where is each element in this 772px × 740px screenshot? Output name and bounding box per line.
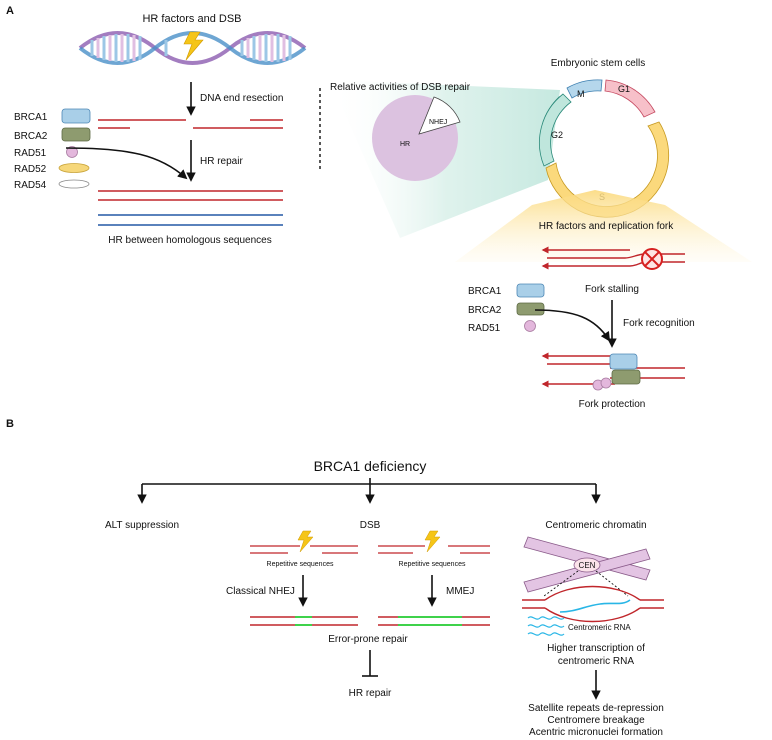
cycle-s-segment: [545, 121, 669, 218]
embryonic-stem-cells-label: Embryonic stem cells: [551, 58, 645, 69]
fork-recognition-label: Fork recognition: [623, 318, 695, 329]
dsb-lightning-icon: [183, 31, 204, 61]
outcome-3: Acentric micronuclei formation: [529, 727, 663, 738]
curved-arrow-factors: [65, 147, 188, 180]
classical-nhej-label: Classical NHEJ: [226, 586, 295, 597]
fork-legend-brca1-label: BRCA1: [468, 286, 502, 297]
dna-helix-illustration: [78, 31, 307, 65]
rad52-icon: [58, 163, 90, 173]
fork-legend-brca2-label: BRCA2: [468, 305, 502, 316]
dsb-label: DSB: [360, 520, 381, 531]
higher-transcription-line2: centromeric RNA: [558, 656, 634, 667]
fork-stalling-label: Fork stalling: [585, 284, 639, 295]
legend-rad54-label: RAD54: [14, 180, 47, 191]
chromosome-illustration: CEN: [523, 536, 651, 597]
yellow-projection-fan: [455, 190, 752, 262]
dsb-lightning-icon-right: [424, 530, 441, 553]
hr-repair-label: HR repair: [200, 156, 243, 167]
legend-brca2-label: BRCA2: [14, 131, 48, 142]
repetitive-sequences-left: Repetitive sequences: [267, 561, 334, 568]
rad54-icon: [58, 179, 90, 189]
cycle-g2-fill: [539, 93, 572, 167]
fork-brca2-icon: [516, 302, 545, 316]
cen-region: [573, 557, 601, 573]
mmej-label: MMEJ: [446, 586, 474, 597]
brca2-icon: [61, 127, 91, 142]
rad51-icon: [66, 146, 78, 158]
outcome-2: Centromere breakage: [547, 715, 645, 726]
hr-factor-legend: BRCA1 BRCA2 RAD51 RAD52 RAD54: [14, 108, 91, 191]
legend-brca1-label: BRCA1: [14, 112, 48, 123]
cycle-m-segment: [566, 79, 603, 99]
pie-nhej-slice: [418, 96, 461, 135]
stalled-fork: [541, 246, 685, 270]
centromeric-rna-label: Centromeric RNA: [568, 623, 631, 632]
fork-protection-label: Fork protection: [579, 399, 646, 410]
protected-brca2-icon: [611, 369, 641, 385]
brca1-deficiency-title: BRCA1 deficiency: [314, 458, 427, 474]
cycle-g1-label: G1: [618, 84, 630, 94]
hr-factors-dsb-title: HR factors and DSB: [142, 13, 241, 25]
mmej-product: [378, 616, 490, 626]
branch-arrows: [137, 478, 601, 504]
higher-transcription-line1: Higher transcription of: [547, 643, 645, 654]
replication-fork-title: HR factors and replication fork: [539, 221, 675, 232]
legend-rad51-label: RAD51: [14, 148, 47, 159]
dsb-repetitive-left: [250, 545, 358, 554]
outcome-1: Satellite repeats de-repression: [528, 703, 664, 714]
nhej-product: [250, 616, 358, 626]
dsb-lightning-icon-left: [297, 530, 314, 553]
protected-brca1-icon: [609, 353, 638, 370]
error-prone-repair-label: Error-prone repair: [328, 634, 408, 645]
fork-factor-legend: BRCA1 BRCA2 RAD51: [468, 283, 545, 334]
dna-end-resection-label: DNA end resection: [200, 93, 283, 104]
centromeric-transcription-bubble: [522, 585, 664, 636]
pie-hr-label: HR: [400, 141, 410, 148]
brca1-icon: [61, 108, 91, 124]
protected-fork: [541, 352, 685, 391]
fork-rad51-icon: [524, 320, 536, 332]
repetitive-sequences-right: Repetitive sequences: [399, 561, 466, 568]
hr-between-label: HR between homologous sequences: [108, 235, 271, 246]
resected-dsb: [98, 119, 283, 129]
protected-rad51-icon-2: [600, 377, 612, 389]
homologous-duplex: [98, 190, 283, 226]
panel-b-label: B: [6, 418, 14, 430]
fork-brca1-icon: [516, 283, 545, 298]
relative-activities-label: Relative activities of DSB repair: [330, 82, 471, 93]
inhibition-arrow: [362, 650, 378, 677]
dsb-repair-pie: HR NHEJ: [372, 95, 461, 181]
cycle-g2-label: G2: [551, 130, 563, 140]
fork-legend-rad51-label: RAD51: [468, 323, 501, 334]
panel-a-label: A: [6, 5, 14, 17]
dsb-repetitive-right: [378, 545, 490, 554]
curved-arrow-fork-factors: [534, 309, 611, 342]
cycle-g1-segment: [604, 79, 656, 118]
alt-suppression-label: ALT suppression: [105, 520, 179, 531]
hr-repair-inhibited-label: HR repair: [349, 688, 392, 699]
legend-rad52-label: RAD52: [14, 164, 47, 175]
pie-nhej-label: NHEJ: [429, 119, 447, 126]
cycle-m-label: M: [577, 89, 585, 99]
centromeric-chromatin-label: Centromeric chromatin: [545, 520, 646, 531]
cen-label: CEN: [579, 561, 596, 570]
